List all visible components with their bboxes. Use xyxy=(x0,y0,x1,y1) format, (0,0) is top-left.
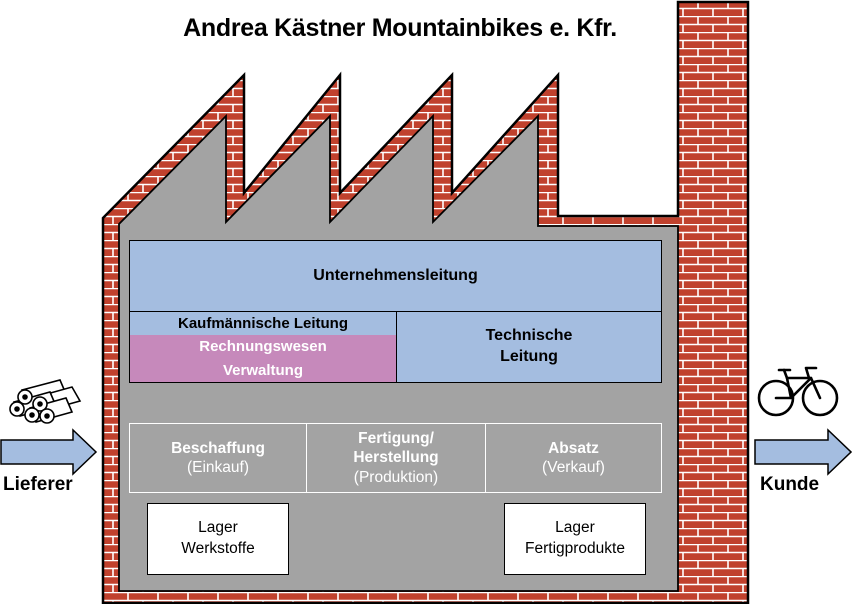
department-sales-title: Absatz xyxy=(548,439,599,457)
department-production-subtitle: (Produktion) xyxy=(353,468,439,486)
department-procurement-title: Beschaffung xyxy=(171,439,265,457)
supplier-label: Lieferer xyxy=(3,474,73,495)
finished-products-storage-line1: Lager xyxy=(555,519,595,537)
department-production-title-line1: Fertigung/ xyxy=(358,429,434,447)
administration-label: Verwaltung xyxy=(222,361,304,379)
raw-materials-storage-line2: Werkstoffe xyxy=(181,540,255,557)
management-box: Unternehmensleitung xyxy=(129,240,662,312)
bicycle-icon xyxy=(757,366,839,417)
logs-icon xyxy=(9,379,82,424)
raw-materials-storage-line1: Lager xyxy=(198,519,238,537)
department-sales: Absatz (Verkauf) xyxy=(485,423,662,493)
finished-products-storage: Lager Fertigprodukte xyxy=(504,503,646,575)
technical-management-label-line2: Leitung xyxy=(500,348,558,365)
company-title: Andrea Kästner Mountainbikes e. Kfr. xyxy=(183,14,617,42)
supplier-arrow xyxy=(0,428,98,476)
technical-management-box: Technische Leitung xyxy=(396,311,662,383)
commercial-management-label: Kaufmännische Leitung xyxy=(177,314,349,332)
commercial-management-box: Kaufmännische Leitung xyxy=(129,311,397,336)
administration-box: Verwaltung xyxy=(129,359,397,383)
department-production: Fertigung/ Herstellung (Produktion) xyxy=(306,423,486,493)
department-production-title-line2: Herstellung xyxy=(353,449,439,467)
department-procurement-subtitle: (Einkauf) xyxy=(186,459,250,476)
customer-label: Kunde xyxy=(760,474,820,495)
department-sales-subtitle: (Verkauf) xyxy=(542,459,605,476)
accounting-box: Rechnungswesen xyxy=(129,335,397,360)
management-label: Unternehmensleitung xyxy=(313,266,478,284)
technical-management-label-line1: Technische xyxy=(485,327,573,345)
department-procurement: Beschaffung (Einkauf) xyxy=(129,423,307,493)
raw-materials-storage: Lager Werkstoffe xyxy=(147,503,289,575)
accounting-label: Rechnungswesen xyxy=(199,338,327,356)
finished-products-storage-line2: Fertigprodukte xyxy=(525,540,625,557)
customer-arrow xyxy=(754,428,852,476)
